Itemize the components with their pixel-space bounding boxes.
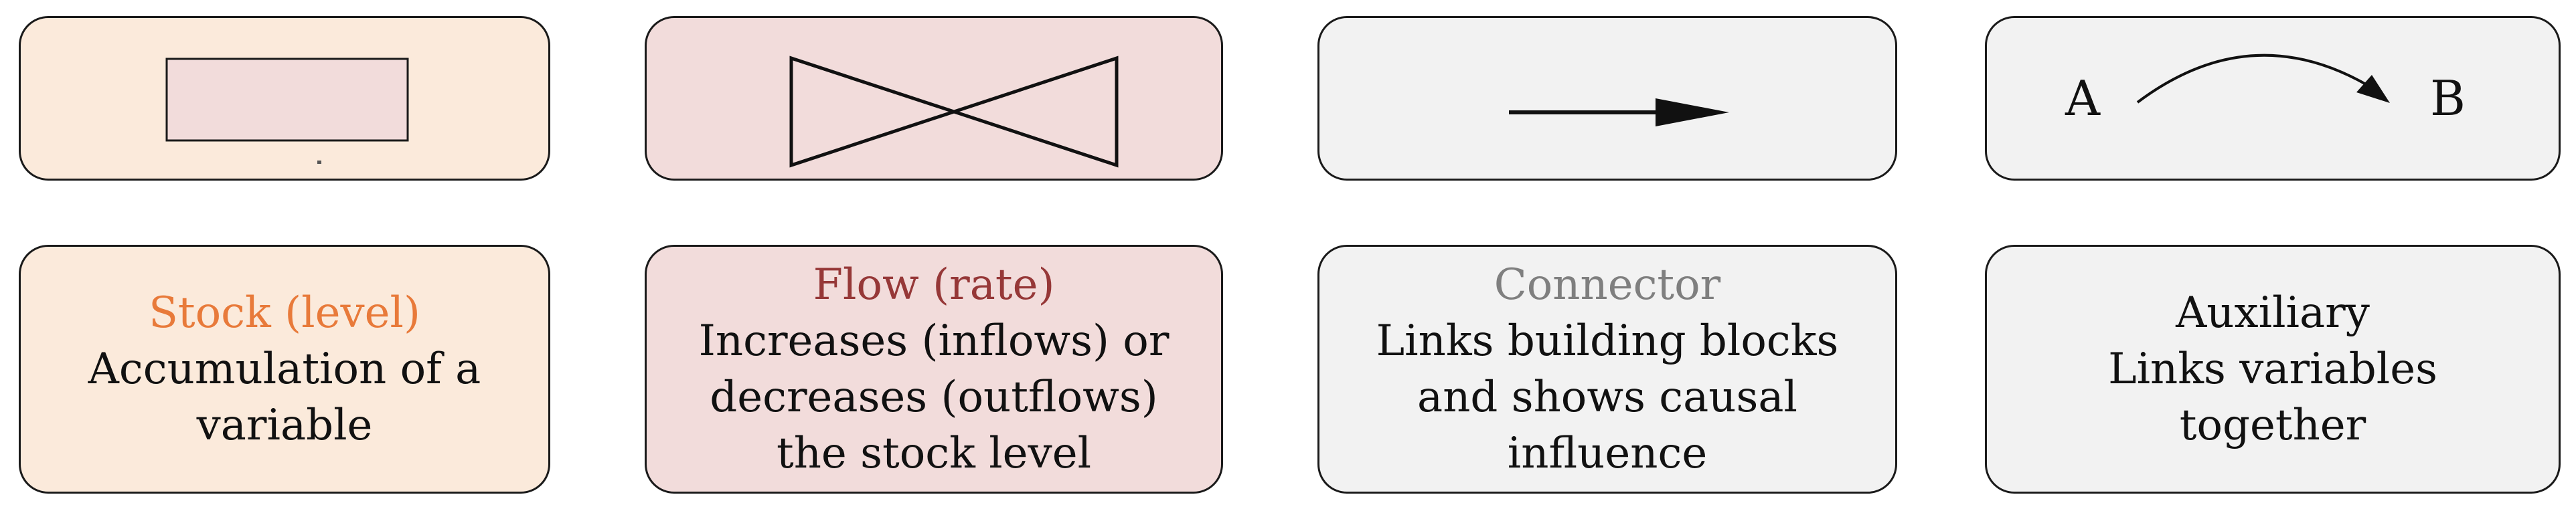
stock-icon-box <box>19 16 550 181</box>
auxiliary-desc-line: Links variables <box>2108 344 2437 394</box>
stock-desc-line: variable <box>196 401 373 450</box>
auxiliary-title: Auxiliary <box>2176 288 2370 338</box>
label-b: B <box>2430 70 2466 126</box>
arrow-right-icon <box>1509 98 1729 126</box>
connector-card: Connector Links building blocks and show… <box>1317 245 1897 494</box>
auxiliary-icon-box: A B <box>1985 16 2561 181</box>
flow-icon-box <box>645 16 1223 181</box>
flow-desc-line: Increases (inflows) or <box>698 316 1170 366</box>
rectangle-icon <box>165 58 409 164</box>
flow-desc-line: decreases (outflows) <box>710 373 1158 422</box>
connector-title: Connector <box>1494 260 1721 310</box>
auxiliary-desc-line: together <box>2179 401 2366 450</box>
connector-desc-line: Links building blocks <box>1376 316 1839 366</box>
label-a: A <box>2065 70 2100 126</box>
connector-desc-line: and shows causal <box>1417 373 1797 422</box>
stock-title: Stock (level) <box>149 288 420 338</box>
connector-desc-line: influence <box>1507 429 1708 478</box>
flow-title: Flow (rate) <box>813 260 1055 310</box>
stock-card: Stock (level) Accumulation of a variable <box>19 245 550 494</box>
flow-card: Flow (rate) Increases (inflows) or decre… <box>645 245 1223 494</box>
auxiliary-card: Auxiliary Links variables together <box>1985 245 2561 494</box>
curved-arrow-icon <box>2136 54 2390 104</box>
valve-icon <box>789 56 1119 168</box>
flow-desc-line: the stock level <box>776 429 1092 478</box>
connector-icon-box <box>1317 16 1897 181</box>
stock-desc-line: Accumulation of a <box>88 344 481 394</box>
